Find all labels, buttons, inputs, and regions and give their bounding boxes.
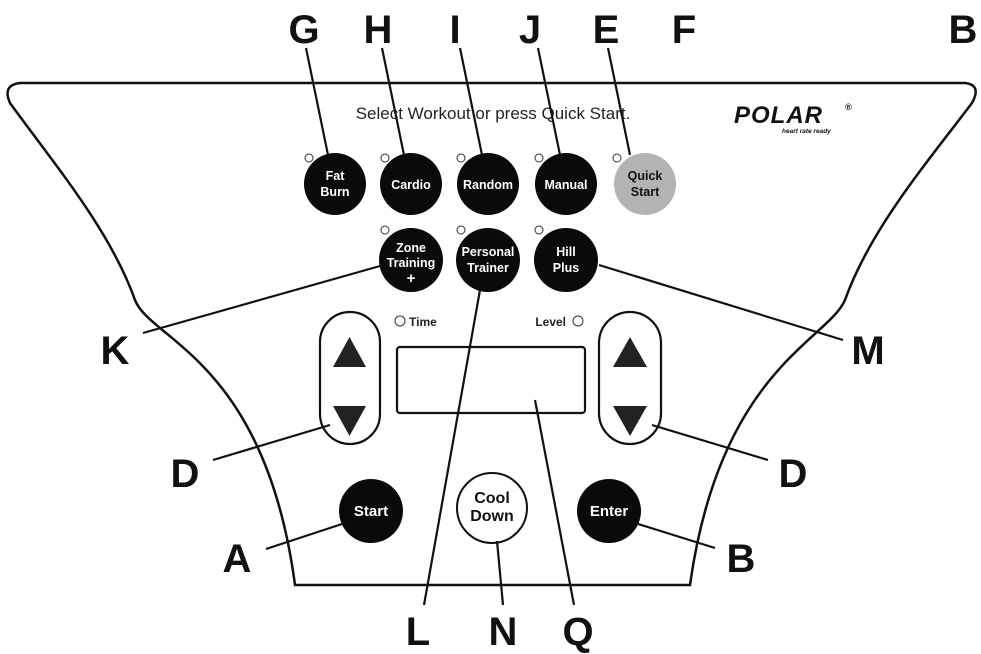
callout-k: K (101, 329, 130, 373)
manual-label: Manual (544, 178, 587, 192)
prompt-text: Select Workout or press Quick Start. (356, 104, 631, 123)
zone-training-label-line2: Training (387, 256, 436, 270)
leader-d-left (212, 423, 331, 462)
right-arrow-rocker (597, 310, 663, 446)
callout-d-left: D (171, 452, 200, 496)
callout-g: G (288, 8, 319, 52)
left-rocker-frame (318, 310, 382, 446)
leader-q (533, 399, 576, 606)
manual-button[interactable]: Manual (535, 153, 597, 215)
callout-n: N (489, 610, 518, 654)
personal-trainer-label-line1: Personal (462, 245, 515, 259)
leader-k (142, 264, 381, 335)
personal-trainer-button[interactable]: Personal Trainer (456, 228, 520, 292)
callout-j: J (519, 8, 541, 52)
time-led-icon (394, 315, 406, 327)
callout-labels: G H I J E F B K M D D A B L N Q (101, 8, 978, 654)
fat-burn-label-line2: Burn (320, 185, 349, 199)
led-indicator-icon (456, 153, 466, 163)
fat-burn-label-line1: Fat (326, 169, 346, 183)
led-indicator-icon (534, 153, 544, 163)
cardio-label: Cardio (391, 178, 431, 192)
brand-logo: POLAR ® heart rate ready (734, 102, 852, 135)
zone-training-label-line1: Zone (396, 241, 426, 255)
callout-d-right: D (779, 452, 808, 496)
enter-label: Enter (590, 503, 629, 520)
callout-q: Q (562, 610, 593, 654)
led-indicator-icon (380, 153, 390, 163)
callout-e: E (593, 8, 620, 52)
callout-b-bottom: B (727, 537, 756, 581)
callout-l: L (406, 610, 430, 654)
random-button[interactable]: Random (457, 153, 519, 215)
leader-e (606, 47, 632, 156)
right-rocker-frame (597, 310, 663, 446)
leader-g (304, 47, 330, 156)
leader-n (495, 540, 505, 606)
cool-down-label-line2: Down (470, 508, 514, 525)
leader-m (598, 263, 844, 342)
left-arrow-rocker (318, 310, 382, 446)
leader-d-right (651, 423, 769, 462)
time-indicator-label: Time (409, 315, 437, 329)
cool-down-button[interactable]: Cool Down (456, 472, 528, 544)
level-indicator-label: Level (535, 315, 566, 329)
start-label: Start (354, 503, 388, 520)
cool-down-label-line1: Cool (474, 490, 510, 507)
leader-b-bottom (634, 521, 716, 550)
brand-logo-text: POLAR (734, 102, 823, 129)
quick-start-label-line1: Quick (628, 169, 663, 183)
callout-m: M (851, 329, 884, 373)
zone-training-button[interactable]: Zone Training + (379, 228, 443, 292)
start-button[interactable]: Start (339, 479, 403, 543)
hill-plus-label-line1: Hill (556, 245, 575, 259)
callout-b-top: B (949, 8, 978, 52)
enter-button[interactable]: Enter (577, 479, 641, 543)
level-led-icon (572, 315, 584, 327)
brand-tagline: heart rate ready (782, 128, 831, 135)
callout-i: I (449, 8, 460, 52)
leader-a (265, 521, 346, 551)
right-down-arrow-button[interactable] (613, 406, 647, 436)
leader-j (536, 47, 562, 156)
callout-a: A (223, 537, 252, 581)
left-down-arrow-button[interactable] (333, 406, 366, 436)
led-indicator-icon (612, 153, 622, 163)
lcd-display (395, 345, 587, 415)
led-indicator-icon (380, 225, 390, 235)
zone-training-label-line3: + (407, 270, 416, 287)
leader-lines (142, 47, 844, 606)
left-up-arrow-button[interactable] (333, 337, 366, 367)
callout-f: F (672, 8, 696, 52)
random-label: Random (463, 178, 513, 192)
led-indicator-icon (534, 225, 544, 235)
cardio-button[interactable]: Cardio (380, 153, 442, 215)
hill-plus-button[interactable]: Hill Plus (534, 228, 598, 292)
fat-burn-button[interactable]: Fat Burn (304, 153, 366, 215)
leader-l (422, 289, 482, 606)
leader-h (380, 47, 406, 156)
personal-trainer-label-line2: Trainer (467, 261, 509, 275)
led-indicator-icon (456, 225, 466, 235)
hill-plus-label-line2: Plus (553, 261, 579, 275)
quick-start-label-line2: Start (631, 185, 660, 199)
right-up-arrow-button[interactable] (613, 337, 647, 367)
console-outline (6, 81, 977, 587)
leader-i (458, 47, 484, 156)
led-indicator-icon (304, 153, 314, 163)
callout-h: H (364, 8, 393, 52)
quick-start-button[interactable]: Quick Start (614, 153, 676, 215)
brand-registered-mark: ® (845, 102, 852, 112)
